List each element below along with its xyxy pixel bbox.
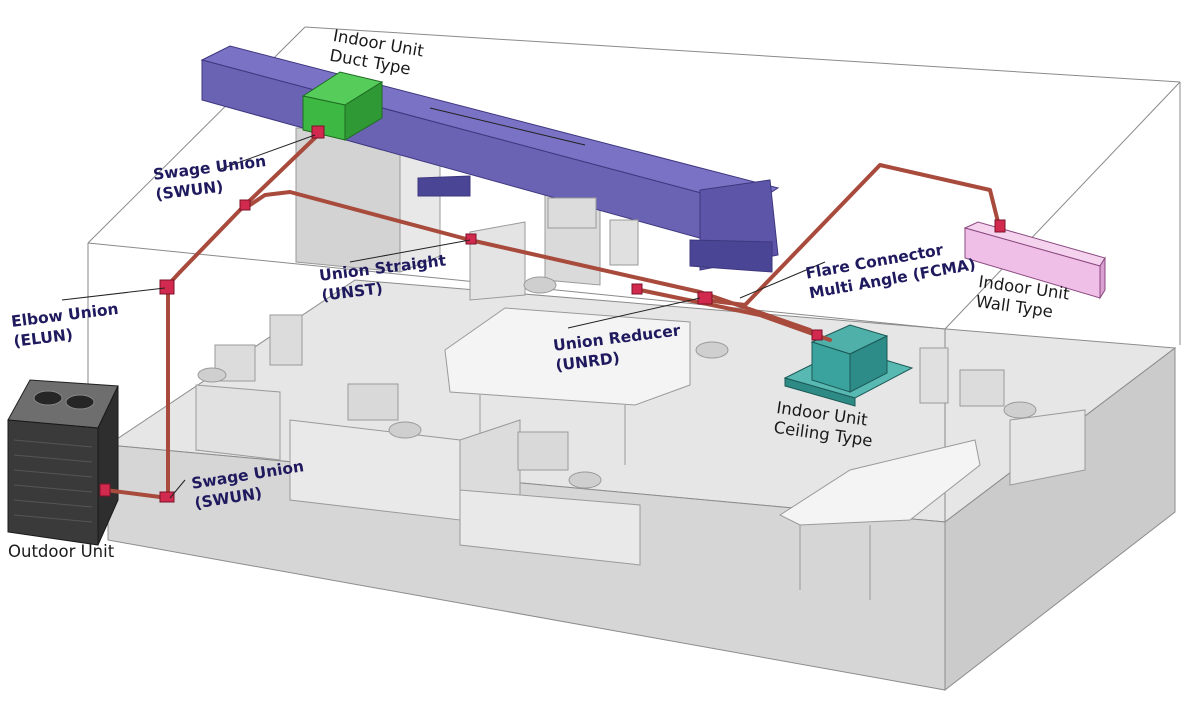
- label-outdoor-unit: Outdoor Unit: [8, 542, 114, 562]
- indoor-unit-ceiling: [783, 324, 914, 407]
- indoor-unit-wall: [963, 221, 1106, 300]
- furniture: [195, 197, 1086, 600]
- outdoor-unit: [7, 379, 119, 546]
- pipe-fittings: [99, 125, 1006, 503]
- leader-lines: [61, 107, 826, 499]
- label-outdoor-unit-line1: Outdoor Unit: [8, 542, 115, 561]
